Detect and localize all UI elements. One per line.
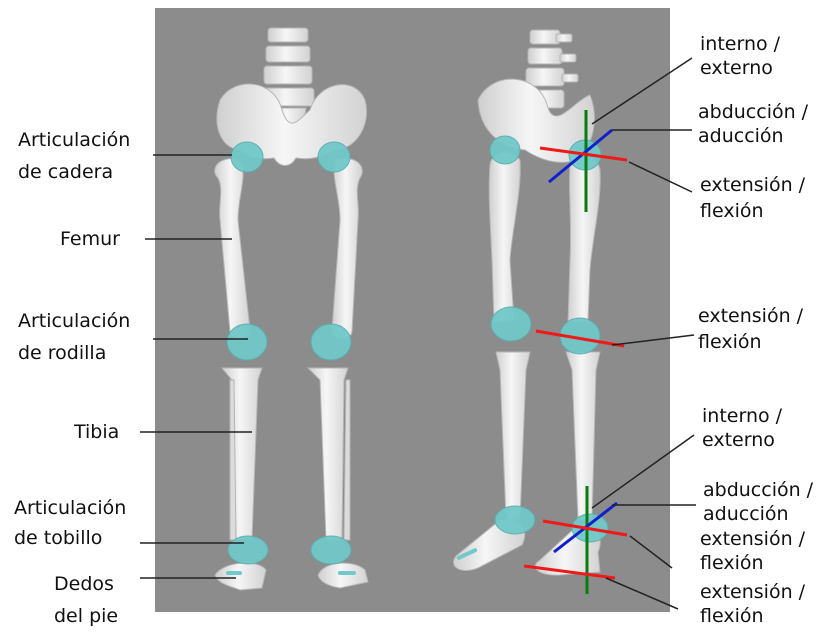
- left-ankle-joint-a: [228, 536, 268, 564]
- left-knee-joint-a: [227, 324, 267, 360]
- right-knee-joint-a: [491, 307, 531, 341]
- left-hip-joint-b: [318, 142, 350, 172]
- right-hip-joint-a: [490, 136, 520, 164]
- label-hip-abduction: abducción /aducción: [698, 100, 808, 148]
- label-knee-extension: extensión /flexión: [698, 303, 803, 355]
- label-ankle-rotation: interno /externo: [702, 404, 782, 452]
- label-hip-rotation: interno /externo: [700, 32, 780, 80]
- label-femur: Femur: [60, 228, 120, 250]
- label-ankle-extension: extensión /flexión: [700, 527, 805, 575]
- left-ankle-joint-b: [311, 536, 351, 564]
- right-ankle-joint-a: [495, 506, 535, 534]
- left-hip-joint-a: [231, 142, 263, 172]
- label-tibia: Tibia: [74, 421, 119, 443]
- label-ankle-abduction: abducción /aducción: [703, 478, 813, 526]
- label-hip-extension: extensión /flexión: [700, 172, 805, 224]
- label-toe-extension: extensión /flexión: [700, 580, 805, 628]
- left-knee-joint-b: [311, 324, 351, 360]
